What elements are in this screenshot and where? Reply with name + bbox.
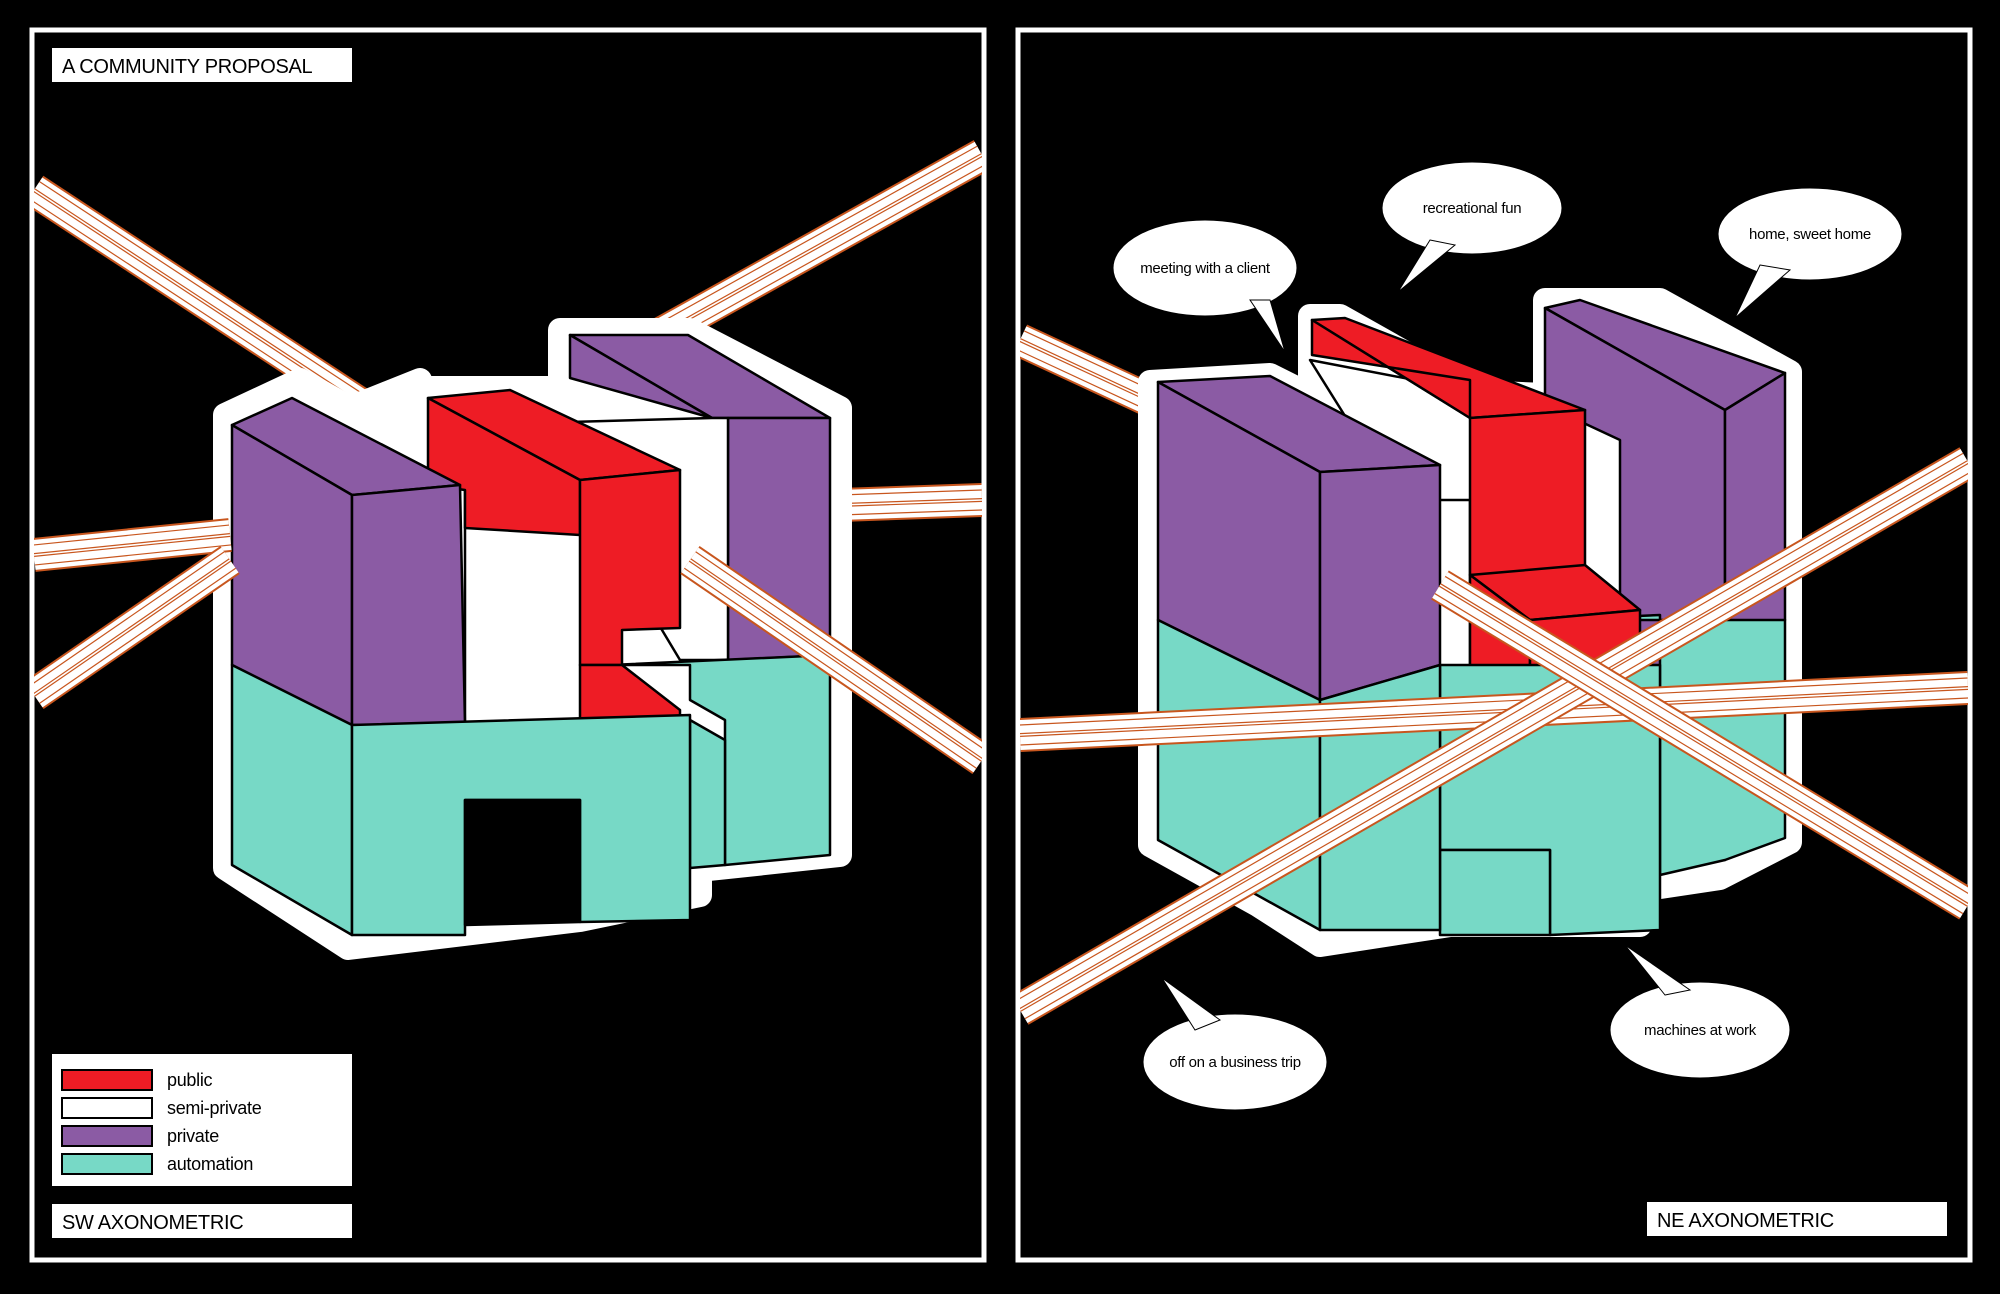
- bubble-home: home, sweet home: [1717, 187, 1903, 319]
- private-block-back: [568, 333, 714, 420]
- bubble-meeting: meeting with a client: [1112, 219, 1298, 353]
- bubble-recreational: recreational fun: [1381, 161, 1563, 293]
- speech-bubbles: meeting with a client recreational fun h…: [1112, 161, 1903, 1111]
- road-right-1: [1020, 324, 1168, 421]
- road-left-4: [34, 518, 232, 572]
- right-roads-front: [1020, 447, 1968, 1025]
- public-block-ne-front: [1468, 408, 1587, 577]
- right-panel: meeting with a client recreational fun h…: [1015, 27, 1973, 1263]
- bubble-business-text: off on a business trip: [1169, 1054, 1301, 1071]
- automation-ne-notch: [1438, 848, 1552, 937]
- legend-label-private: private: [167, 1126, 219, 1146]
- left-roads-front: [34, 518, 982, 775]
- bubble-business: off on a business trip: [1142, 977, 1328, 1111]
- legend-swatch-private: [61, 1125, 153, 1147]
- view-label-sw: SW AXONOMETRIC: [62, 1212, 243, 1234]
- road-left-5: [34, 545, 240, 710]
- right-roads-back: [1020, 324, 1168, 421]
- road-right-3: [1020, 447, 1968, 1025]
- view-label-ne: NE AXONOMETRIC: [1657, 1210, 1834, 1232]
- automation-ne-right: [1543, 613, 1787, 877]
- legend-label-public: public: [167, 1070, 213, 1090]
- road-left-6: [680, 545, 982, 775]
- left-panel: A COMMUNITY PROPOSAL publicsemi-privatep…: [29, 27, 987, 1263]
- automation-base-step: [688, 718, 727, 870]
- public-block-ne-edge: [1310, 318, 1472, 420]
- private-tower-nw-front: [1318, 463, 1442, 702]
- road-left-3: [839, 483, 982, 522]
- sw-building: [213, 318, 852, 960]
- bubble-meeting-text: meeting with a client: [1140, 260, 1271, 277]
- legend-label-semi-private: semi-private: [167, 1098, 262, 1118]
- road-right-2: [1020, 671, 1968, 752]
- private-tower-front: [350, 483, 467, 727]
- title-box: [52, 48, 352, 82]
- legend-swatch-automation: [61, 1153, 153, 1175]
- page-title: A COMMUNITY PROPOSAL: [62, 56, 313, 78]
- legend: public semi-private private automation: [52, 1054, 352, 1186]
- bubble-home-text: home, sweet home: [1749, 226, 1871, 243]
- road-right-4: [1431, 570, 1968, 920]
- bubble-machines: machines at work: [1609, 944, 1791, 1079]
- bubble-recreational-text: recreational fun: [1423, 200, 1522, 217]
- view-label-box-left: [52, 1204, 352, 1238]
- bubble-machines-text: machines at work: [1644, 1022, 1757, 1039]
- legend-label-automation: automation: [167, 1154, 253, 1174]
- base-notch: [463, 798, 582, 927]
- legend-swatch-public: [61, 1069, 153, 1091]
- legend-swatch-semi-private: [61, 1097, 153, 1119]
- view-label-box-right: [1647, 1202, 1947, 1236]
